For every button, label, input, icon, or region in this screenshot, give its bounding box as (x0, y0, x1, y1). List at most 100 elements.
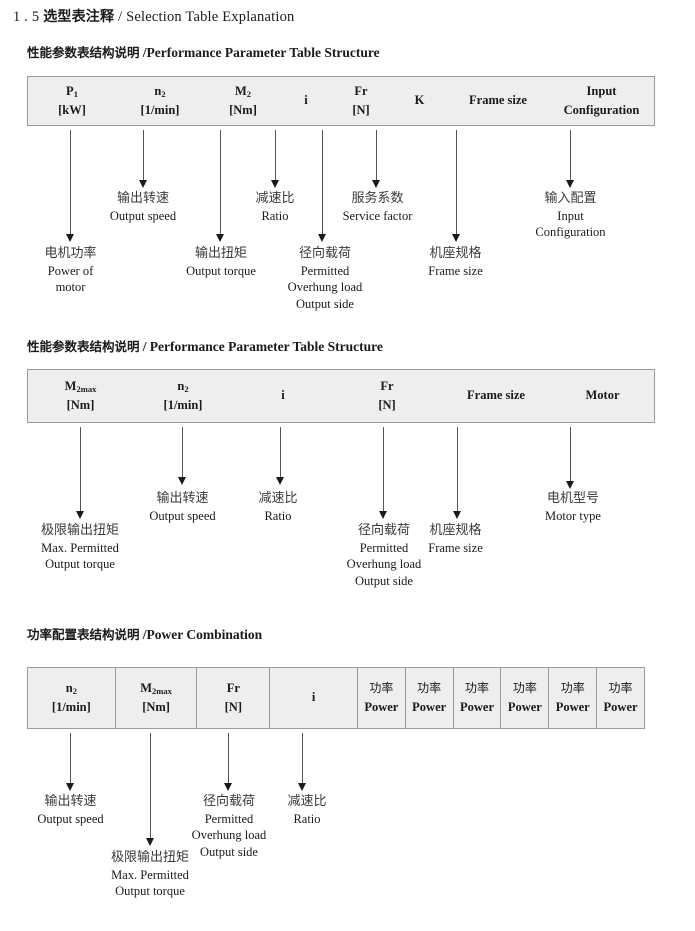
section-heading-2-cn: 性能参数表结构说明 (27, 339, 140, 354)
table3-col-power-6-cn: 功率 (608, 681, 633, 696)
table3-col-n2-unit: [1/min] (51, 700, 91, 714)
note-permitted-overhung-load-en-1: Permitted (300, 263, 350, 278)
note-frame-size-2-cn: 机座规格 (429, 523, 482, 538)
table2-col-n2: n2 [1/min] (133, 370, 233, 422)
table3-col-power-2-en: Power (412, 699, 447, 714)
table3-col-power-3-en: Power (460, 699, 495, 714)
table3-col-fr-unit: [N] (224, 700, 242, 714)
arrow-to-frame-size (451, 130, 462, 242)
section-heading-2-separator: / (142, 339, 147, 354)
note-service-factor-cn: 服务系数 (351, 191, 404, 206)
arrow-to-motor-type (565, 427, 576, 489)
note-power-of-motor-cn: 电机功率 (44, 246, 97, 261)
note-permitted-overhung-load-cn: 径向载荷 (298, 246, 351, 261)
table2-col-m2max: M2max [Nm] (28, 370, 133, 422)
note-motor-type-cn: 电机型号 (546, 491, 599, 506)
note-input-configuration-en-1: Input (557, 208, 584, 223)
note-permitted-overhung-load-2-en-2: Overhung load (346, 557, 422, 572)
note-frame-size-2: 机座规格 Frame size (408, 522, 503, 556)
table2-col-fr-unit: [N] (378, 398, 396, 412)
note-max-permitted-output-torque-3-en-1: Max. Permitted (111, 867, 189, 882)
table1-col-n2: n2 [1/min] (116, 77, 204, 125)
table1-col-i: i (282, 77, 330, 125)
table3-col-power-3-cn: 功率 (465, 681, 490, 696)
note-ratio-3-en: Ratio (293, 811, 321, 826)
note-permitted-overhung-load-3-en-1: Permitted (204, 811, 254, 826)
note-input-configuration-cn: 输入配置 (544, 191, 597, 206)
arrow-to-input-configuration (565, 130, 576, 188)
arrow-to-max-permitted-output-torque-3 (145, 733, 156, 846)
table1-col-input-configuration-unit: Configuration (563, 103, 640, 117)
section-heading-1-en: Performance Parameter Table Structure (146, 45, 380, 60)
note-power-of-motor: 电机功率 Power of motor (23, 245, 118, 296)
note-max-permitted-output-torque-3-cn: 极限输出扭矩 (110, 850, 189, 865)
note-ratio-2-en: Ratio (264, 508, 292, 523)
table1-col-n2-symbol: n2 (154, 83, 166, 99)
page-title-separator: / (118, 9, 123, 25)
section-heading-3-separator: / (142, 627, 147, 642)
arrow-to-power-of-motor (65, 130, 76, 242)
table2-col-m2max-symbol: M2max (64, 378, 97, 394)
table3-col-power-4: 功率 Power (500, 668, 548, 728)
note-service-factor: 服务系数 Service factor (320, 190, 435, 224)
note-output-torque: 输出扭矩 Output torque (166, 245, 276, 279)
arrow-to-output-torque (215, 130, 226, 242)
note-ratio-3-cn: 减速比 (287, 794, 327, 809)
note-output-torque-cn: 输出扭矩 (194, 246, 247, 261)
note-permitted-overhung-load-3-en-2: Overhung load (191, 828, 267, 843)
table1-col-fr: Fr [N] (330, 77, 392, 125)
section-heading-1-separator: / (142, 45, 147, 60)
section-heading-1-cn: 性能参数表结构说明 (27, 45, 140, 60)
arrow-to-frame-size-2 (452, 427, 463, 519)
note-output-speed-3: 输出转速 Output speed (18, 793, 123, 827)
table1-col-k-symbol: K (414, 93, 425, 108)
page-title-cn: 选型表注释 (43, 9, 115, 25)
note-max-permitted-output-torque-en-2: Output torque (45, 557, 115, 572)
arrow-to-output-speed-2 (177, 427, 188, 485)
section-heading-2-en: Performance Parameter Table Structure (149, 339, 383, 354)
arrow-to-permitted-overhung-load (317, 130, 328, 242)
table1-col-frame-size-symbol: Frame size (469, 93, 527, 108)
table3-col-m2max-symbol: M2max (140, 680, 172, 696)
table2-col-n2-symbol: n2 (177, 378, 189, 394)
note-max-permitted-output-torque-3: 极限输出扭矩 Max. Permitted Output torque (95, 849, 205, 900)
arrow-to-permitted-overhung-load-3 (223, 733, 234, 791)
table1-col-i-symbol: i (304, 93, 308, 108)
note-frame-size-2-en: Frame size (428, 540, 483, 555)
performance-parameter-table-2: M2max [Nm] n2 [1/min] i Fr [N] Frame siz… (27, 369, 655, 423)
table1-col-fr-unit: [N] (352, 103, 370, 117)
note-permitted-overhung-load-en-3: Output side (296, 297, 354, 312)
note-output-torque-en: Output torque (186, 263, 256, 278)
table3-col-power-6: 功率 Power (596, 668, 644, 728)
section-heading-3-en: Power Combination (146, 627, 263, 642)
note-input-configuration-en-2: Configuration (535, 225, 606, 240)
table1-col-p1-unit: [kW] (58, 103, 86, 117)
section-number: 1 . 5 (13, 9, 40, 25)
table1-col-m2-unit: [Nm] (229, 103, 257, 117)
table3-col-power-2: 功率 Power (404, 668, 453, 728)
note-output-speed-en: Output speed (109, 208, 177, 223)
table2-col-frame-size-symbol: Frame size (467, 388, 525, 403)
note-service-factor-en: Service factor (342, 208, 413, 223)
note-ratio-en: Ratio (261, 208, 289, 223)
table1-col-p1: P1 [kW] (28, 77, 116, 125)
note-permitted-overhung-load-2: 径向载荷 Permitted Overhung load Output side (325, 522, 443, 590)
table1-col-fr-symbol: Fr (354, 83, 368, 98)
arrow-to-output-speed (138, 130, 149, 188)
note-ratio-3: 减速比 Ratio (268, 793, 346, 827)
table1-col-p1-symbol: P1 (66, 83, 78, 99)
note-max-permitted-output-torque-en-1: Max. Permitted (41, 540, 119, 555)
note-output-speed-3-cn: 输出转速 (44, 794, 97, 809)
note-output-speed: 输出转速 Output speed (91, 190, 195, 224)
table3-col-i: i (269, 668, 357, 728)
note-frame-size-cn: 机座规格 (429, 246, 482, 261)
arrow-to-ratio-3 (297, 733, 308, 791)
table1-col-n2-unit: [1/min] (140, 103, 180, 117)
table2-col-m2max-unit: [Nm] (66, 398, 95, 412)
note-ratio-2-cn: 减速比 (258, 491, 298, 506)
table3-col-fr: Fr [N] (196, 668, 269, 728)
table2-col-fr-symbol: Fr (380, 378, 394, 393)
arrow-to-max-permitted-output-torque (75, 427, 86, 519)
table2-col-i-symbol: i (281, 388, 285, 403)
table3-col-power-6-en: Power (603, 699, 638, 714)
